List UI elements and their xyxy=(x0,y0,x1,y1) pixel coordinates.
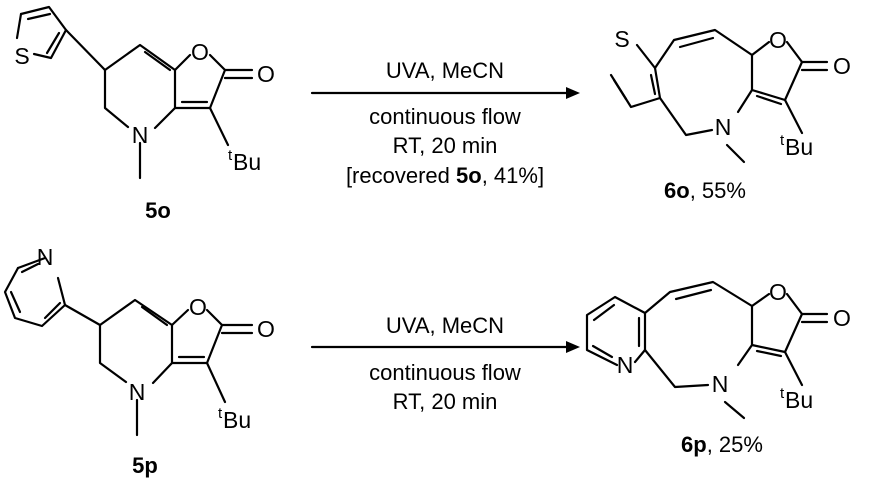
substrate-5o-structure xyxy=(15,5,254,180)
substrate-5p-structure xyxy=(3,256,254,437)
carbonyl-oxygen-atom: O xyxy=(257,61,275,87)
carbonyl-oxygen-atom: O xyxy=(257,316,275,342)
pyridine-nitrogen-atom: N xyxy=(617,352,634,378)
butyl-group-label: Bu xyxy=(233,149,261,175)
nitrogen-atom: N xyxy=(715,114,732,140)
butyl-group-label: Bu xyxy=(785,387,813,413)
recovery-note: [recovered 5o, 41%] xyxy=(346,163,544,188)
sulfur-atom: S xyxy=(14,43,29,69)
butyl-group-label: Bu xyxy=(223,407,251,433)
butyl-group-label: Bu xyxy=(785,134,813,160)
carbonyl-oxygen-atom: O xyxy=(833,305,851,331)
conditions-below-line-2: RT, 20 min xyxy=(393,389,498,414)
reaction-arrow xyxy=(310,341,580,353)
sulfur-atom: S xyxy=(614,26,629,52)
reaction-arrow xyxy=(310,87,580,99)
pyridine-nitrogen-atom: N xyxy=(37,244,54,270)
nitrogen-atom: N xyxy=(129,379,146,405)
product-6o-structure xyxy=(609,28,829,164)
ring-oxygen-atom: O xyxy=(769,279,787,305)
tert-superscript: t xyxy=(780,132,785,149)
conditions-below-line-1: continuous flow xyxy=(369,104,521,129)
substrate-label: 5o xyxy=(145,198,171,223)
ring-oxygen-atom: O xyxy=(191,39,209,65)
conditions-above: UVA, MeCN xyxy=(386,58,504,83)
conditions-above: UVA, MeCN xyxy=(386,313,504,338)
substrate-label: 5p xyxy=(132,453,158,478)
conditions-below-line-1: continuous flow xyxy=(369,360,521,385)
ring-oxygen-atom: O xyxy=(189,294,207,320)
ring-oxygen-atom: O xyxy=(769,27,787,53)
tert-superscript: t xyxy=(228,147,233,164)
product-label: 6p, 25% xyxy=(681,432,763,457)
tert-superscript: t xyxy=(218,405,223,422)
carbonyl-oxygen-atom: O xyxy=(833,53,851,79)
conditions-below-line-2: RT, 20 min xyxy=(393,133,498,158)
nitrogen-atom: N xyxy=(132,122,149,148)
product-6p-structure xyxy=(585,280,829,420)
product-label: 6o, 55% xyxy=(664,178,746,203)
tert-superscript: t xyxy=(780,385,785,402)
nitrogen-atom: N xyxy=(712,371,729,397)
